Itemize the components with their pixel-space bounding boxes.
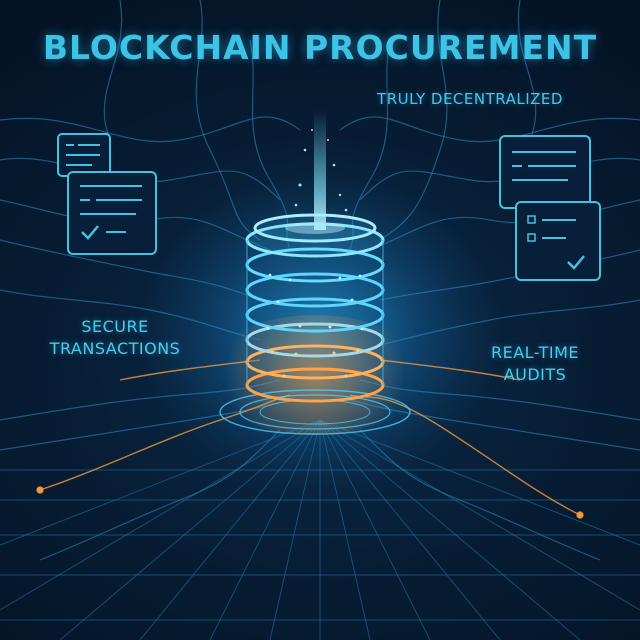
feature-label-line: SECURE [81, 317, 149, 336]
document-icon [57, 133, 111, 177]
checklist-document-icon [515, 201, 601, 281]
document-check-icon [67, 171, 157, 255]
page-title: BLOCKCHAIN PROCUREMENT [42, 28, 598, 67]
beam-particles [294, 129, 348, 212]
feature-label-line: AUDITS [503, 365, 567, 384]
database-stack-icon [205, 213, 425, 435]
grid-floor [0, 419, 640, 640]
feature-label-line: TRANSACTIONS [49, 339, 181, 358]
feature-secure-transactions: SECURE TRANSACTIONS [40, 316, 190, 360]
document-icon [499, 135, 591, 209]
feature-real-time-audits: REAL-TIME AUDITS [460, 342, 610, 386]
feature-label-line: REAL-TIME [490, 343, 579, 362]
page-subtitle: TRULY DECENTRALIZED [377, 90, 563, 108]
